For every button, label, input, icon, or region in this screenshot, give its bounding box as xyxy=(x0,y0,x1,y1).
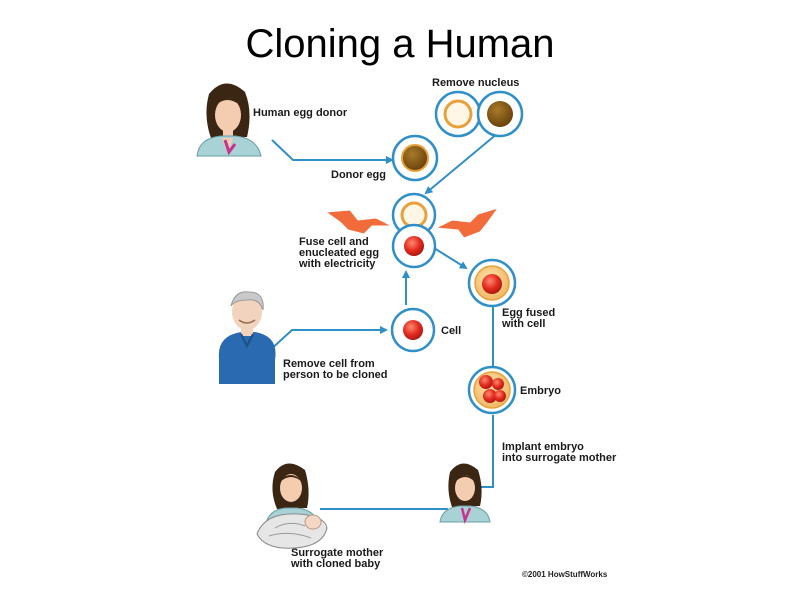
arrow-fuse-to-egg-fused xyxy=(433,247,468,270)
donor-egg-icon xyxy=(391,134,439,182)
label-implant-2: into surrogate mother xyxy=(502,452,617,464)
person-to-be-cloned-icon xyxy=(218,291,276,384)
label-remove-cell-1: Remove cell from xyxy=(283,358,375,370)
remove-nucleus-cells xyxy=(434,90,524,138)
person-icon xyxy=(196,83,262,157)
label-remove-nucleus: Remove nucleus xyxy=(432,77,519,89)
mother-with-baby-icon xyxy=(256,463,328,549)
fusion-cells xyxy=(391,192,437,269)
connector-lines xyxy=(267,132,499,510)
diagram-labels: Human egg donor Remove nucleus Donor egg… xyxy=(253,77,617,579)
egg-fused-icon xyxy=(467,258,517,308)
embryo-icon xyxy=(467,365,517,415)
cell-icon xyxy=(390,307,436,353)
copyright-text: ©2001 HowStuffWorks xyxy=(522,570,608,579)
arrow-person-to-cell xyxy=(267,326,388,353)
label-surrogate-2: with cloned baby xyxy=(290,558,381,570)
label-embryo: Embryo xyxy=(520,385,561,397)
label-cell: Cell xyxy=(441,325,461,337)
label-fuse-3: with electricity xyxy=(298,258,376,270)
label-egg-fused-2: with cell xyxy=(501,318,545,330)
label-human-egg-donor: Human egg donor xyxy=(253,107,348,119)
arrow-nucleus-to-fuse xyxy=(424,132,499,195)
lightning-icon-right xyxy=(434,207,500,239)
label-donor-egg: Donor egg xyxy=(331,169,386,181)
surrogate-mother-icon xyxy=(439,463,491,524)
label-fuse-2: enucleated egg xyxy=(299,247,379,259)
arrow-egg-donor-to-donor-egg xyxy=(271,139,394,164)
label-implant-1: Implant embryo xyxy=(502,441,584,453)
label-surrogate-1: Surrogate mother xyxy=(291,547,384,559)
lightning-icon-left xyxy=(324,209,393,235)
page-title: Cloning a Human xyxy=(245,22,555,66)
label-egg-fused-1: Egg fused xyxy=(502,307,555,319)
label-remove-cell-2: person to be cloned xyxy=(283,369,388,381)
label-fuse-1: Fuse cell and xyxy=(299,236,369,248)
